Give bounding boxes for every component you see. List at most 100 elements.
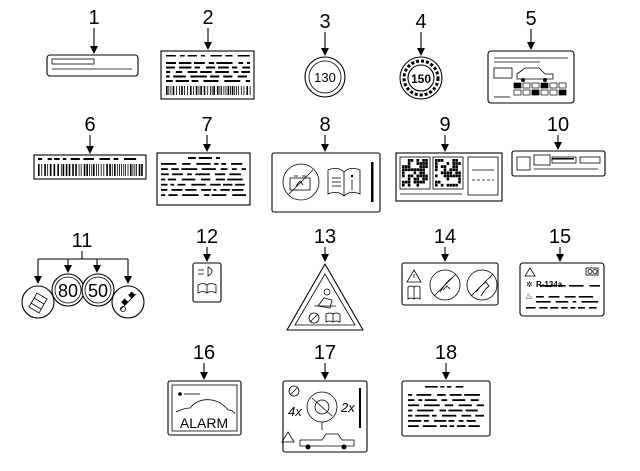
qr-module <box>404 165 408 168</box>
oil-can-icon: ♨ <box>525 291 533 301</box>
label-15-text-rows <box>526 285 600 309</box>
text-dash <box>431 414 437 417</box>
text-dash <box>211 194 227 196</box>
barcode-bar <box>78 164 80 176</box>
qr-module <box>443 168 447 172</box>
qr-module <box>435 165 438 168</box>
barcode-bar <box>62 164 65 176</box>
callout-11: 11 <box>34 230 132 284</box>
qr-module <box>452 159 455 162</box>
barcode-bar <box>127 164 129 176</box>
text-dash <box>210 75 220 78</box>
text-dash <box>62 158 67 160</box>
text-dash <box>161 183 168 186</box>
text-dash <box>476 404 484 407</box>
text-dash <box>437 394 446 396</box>
callout-number-16: 16 <box>193 342 215 364</box>
qr-module <box>402 180 405 184</box>
label-14-fan-warning <box>401 262 499 306</box>
qr-module <box>455 165 458 168</box>
label-2-barcode <box>166 86 251 95</box>
text-dash <box>440 386 445 388</box>
qr-module <box>449 168 453 172</box>
barcode-bar <box>38 164 40 176</box>
callout-number-17: 17 <box>314 342 336 364</box>
barcode-bar <box>166 86 168 95</box>
barcode-bar <box>75 164 77 176</box>
text-dash <box>83 158 94 160</box>
text-dash <box>161 168 168 170</box>
barcode-bar <box>111 164 113 176</box>
text-dash <box>568 285 584 287</box>
text-dash <box>536 301 551 303</box>
text-dash <box>424 404 440 407</box>
qr-module <box>452 183 455 187</box>
qr-module <box>416 174 420 178</box>
text-dash <box>178 62 192 64</box>
label-9-qr-codes <box>395 152 503 202</box>
text-dash <box>441 414 457 417</box>
text-dash <box>408 404 420 407</box>
text-dash <box>408 399 415 401</box>
barcode-bar <box>240 86 242 95</box>
qr-module <box>435 180 438 184</box>
grid-cell <box>531 89 540 96</box>
callout-number-4: 4 <box>415 11 426 33</box>
grid-cell <box>558 82 567 89</box>
text-dash <box>424 399 437 401</box>
barcode-bar <box>123 164 125 176</box>
text-dash <box>578 307 585 309</box>
barcode-bar <box>114 164 116 176</box>
text-dash <box>161 178 166 181</box>
barcode-bar <box>129 164 132 176</box>
text-dash <box>198 157 213 159</box>
text-dash <box>203 80 219 82</box>
callout-number-11: 11 <box>72 230 93 252</box>
text-dash <box>220 168 228 170</box>
barcode-bar <box>246 86 249 95</box>
text-dash <box>468 425 480 427</box>
text-dash <box>200 71 212 73</box>
text-dash <box>187 55 197 57</box>
text-dash <box>423 420 429 422</box>
text-dash <box>168 194 178 196</box>
grid-cell <box>540 89 549 96</box>
text-dash <box>204 194 210 196</box>
text-dash <box>161 173 169 176</box>
qr-module <box>407 165 411 168</box>
text-dash <box>161 189 168 191</box>
text-dash <box>441 399 448 401</box>
qr-module <box>446 162 450 165</box>
qr-module <box>407 159 411 162</box>
qr-module <box>416 180 420 184</box>
speed-130-text: 130 <box>314 70 336 85</box>
four-x-text: 4x <box>288 404 302 419</box>
qr-module <box>455 183 458 187</box>
text-dash <box>231 163 243 165</box>
text-dash <box>194 66 200 69</box>
text-dash <box>232 66 238 69</box>
text-dash <box>458 420 464 422</box>
alarm-text: ALARM <box>180 415 228 431</box>
barcode-bar <box>141 164 143 176</box>
text-dash <box>555 301 569 303</box>
text-dash <box>201 168 216 170</box>
label-7-certification <box>156 152 251 206</box>
text-dash <box>540 285 557 287</box>
qr-module <box>407 174 411 178</box>
qr-module <box>419 171 422 175</box>
callout-17: 17 <box>314 342 336 380</box>
barcode-bar <box>187 86 188 95</box>
text-dash <box>245 80 250 82</box>
callout-number-8: 8 <box>319 114 330 136</box>
grid-cell <box>558 89 567 96</box>
text-dash <box>439 425 448 427</box>
text-dash <box>570 307 576 309</box>
qr-module <box>435 168 438 172</box>
qr-module <box>407 180 411 184</box>
barcode-bar <box>189 86 192 95</box>
barcode-bar <box>231 86 234 95</box>
barcode-bar <box>168 86 170 95</box>
text-dash <box>456 425 466 427</box>
